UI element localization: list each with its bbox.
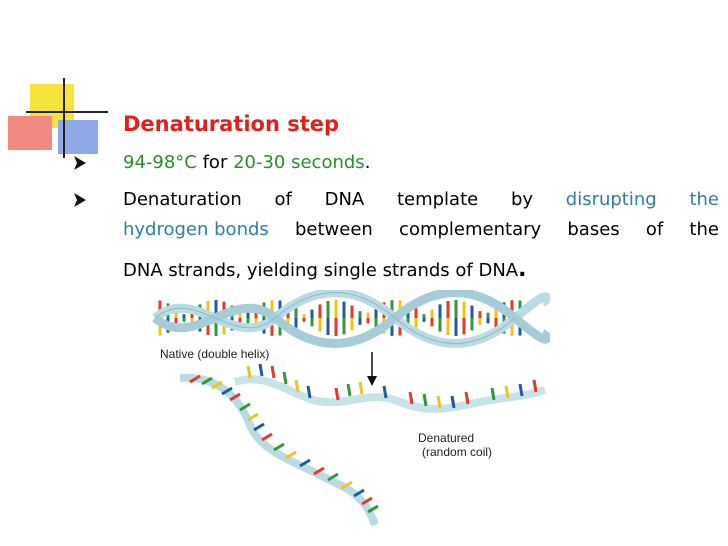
single-strand-base xyxy=(247,412,259,422)
bullet-1-connector: for xyxy=(196,152,234,173)
denatured-bases xyxy=(189,363,538,514)
bullet-1-period: . xyxy=(364,152,371,173)
single-strand-base xyxy=(490,387,496,401)
single-strand-base xyxy=(422,393,428,407)
single-strand-base xyxy=(273,442,285,452)
single-strand-base xyxy=(408,391,414,405)
temperature-value: 94-98°C xyxy=(123,152,197,173)
single-strand-base xyxy=(346,383,352,397)
single-strand-base xyxy=(239,402,251,412)
decor-red-square xyxy=(8,116,52,150)
single-strand-base xyxy=(367,504,379,514)
bullet-2-line-3: DNA strands, yielding single strands of … xyxy=(123,257,719,282)
word: template xyxy=(396,189,479,210)
single-strand-base xyxy=(306,385,312,399)
dna-denaturation-figure: Native (double helix) Denatured (random … xyxy=(152,290,550,527)
single-strand-base xyxy=(313,466,325,476)
single-strand-base xyxy=(327,472,339,482)
bullet-2-line-3-text: DNA strands, yielding single strands of … xyxy=(123,260,519,281)
word: Denaturation xyxy=(123,189,242,210)
bullet-arrow-icon xyxy=(74,193,86,207)
single-strand-base xyxy=(436,395,442,409)
word: between xyxy=(295,219,373,240)
single-strand-base xyxy=(504,385,510,399)
word: of xyxy=(274,189,292,210)
word: the xyxy=(689,219,719,240)
single-strand-base xyxy=(464,391,470,405)
word: by xyxy=(510,189,534,210)
single-strand-base xyxy=(294,379,300,393)
word: of xyxy=(645,219,664,240)
denatured-strand-upper xyxy=(233,375,547,413)
single-strand-base xyxy=(221,386,233,396)
decor-vertical-line xyxy=(63,78,65,158)
word: bases xyxy=(567,219,620,240)
denatured-strand-long xyxy=(179,373,379,527)
bullet-2-line-1: Denaturation of DNA template by disrupti… xyxy=(123,189,719,210)
single-strand-base xyxy=(258,363,264,377)
decor-horizontal-line xyxy=(26,111,108,113)
denatured-label-line-1: Denatured xyxy=(418,431,474,445)
single-strand-base xyxy=(246,365,252,379)
single-strand-base xyxy=(201,376,213,386)
word: complementary xyxy=(399,219,542,240)
single-strand-base xyxy=(353,488,365,498)
single-strand-base xyxy=(450,395,456,409)
single-strand-base xyxy=(282,371,288,385)
single-strand-base xyxy=(229,392,241,402)
single-strand-base xyxy=(211,380,223,390)
single-strand-base xyxy=(382,385,388,399)
single-strand-base xyxy=(261,432,273,442)
bullet-2-end-period: . xyxy=(518,257,527,282)
duration-value: 20-30 seconds xyxy=(233,152,365,173)
single-strand-base xyxy=(270,365,276,379)
bullet-2-line-2: hydrogen bonds between complementary bas… xyxy=(123,219,719,240)
word: DNA xyxy=(324,189,365,210)
highlight-word: disrupting xyxy=(565,189,657,210)
single-strand-base xyxy=(285,450,297,460)
single-strand-base xyxy=(189,374,201,384)
single-strand-base xyxy=(334,387,340,401)
single-strand-base xyxy=(358,381,364,395)
single-strand-base xyxy=(532,379,538,393)
slide-title: Denaturation step xyxy=(123,112,340,136)
single-strand-base xyxy=(361,496,373,506)
bullet-arrow-icon xyxy=(74,156,86,170)
single-strand-base xyxy=(253,422,265,432)
native-label: Native (double helix) xyxy=(160,347,269,361)
highlight-word: the xyxy=(689,189,719,210)
single-strand-base xyxy=(299,458,311,468)
bullet-1-text: 94-98°C for 20-30 seconds. xyxy=(123,152,719,173)
denatured-label-line-2: (random coil) xyxy=(422,445,492,459)
native-helix-strand-b xyxy=(152,290,550,348)
single-strand-base xyxy=(518,383,524,397)
highlight-word: hydrogen bonds xyxy=(123,219,269,240)
single-strand-base xyxy=(341,480,353,490)
